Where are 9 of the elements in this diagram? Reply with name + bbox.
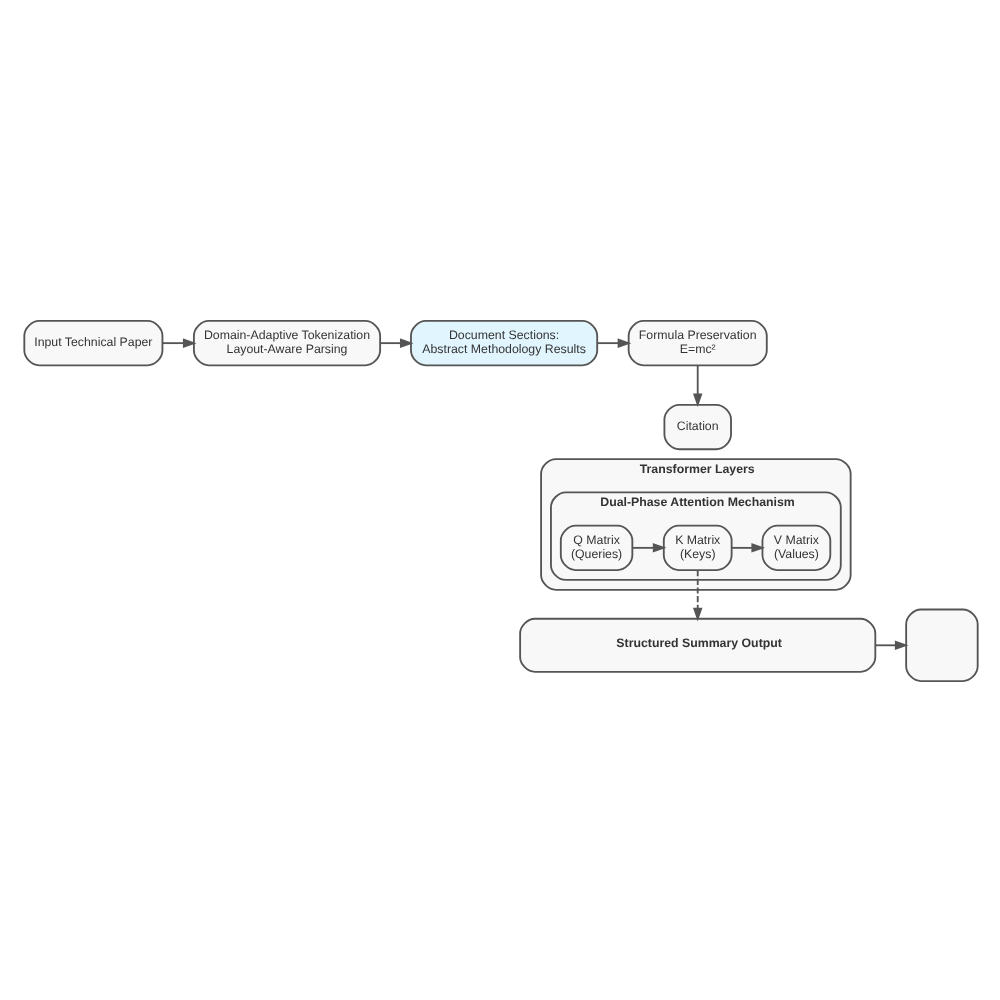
arrow bbox=[873, 639, 908, 650]
arrow bbox=[595, 337, 631, 347]
arrow bbox=[630, 542, 666, 552]
arrow bbox=[691, 568, 702, 621]
arrow bbox=[378, 337, 413, 347]
arrow bbox=[160, 337, 196, 347]
node-box bbox=[904, 607, 978, 681]
arrow bbox=[691, 363, 702, 407]
arrow bbox=[730, 542, 764, 552]
